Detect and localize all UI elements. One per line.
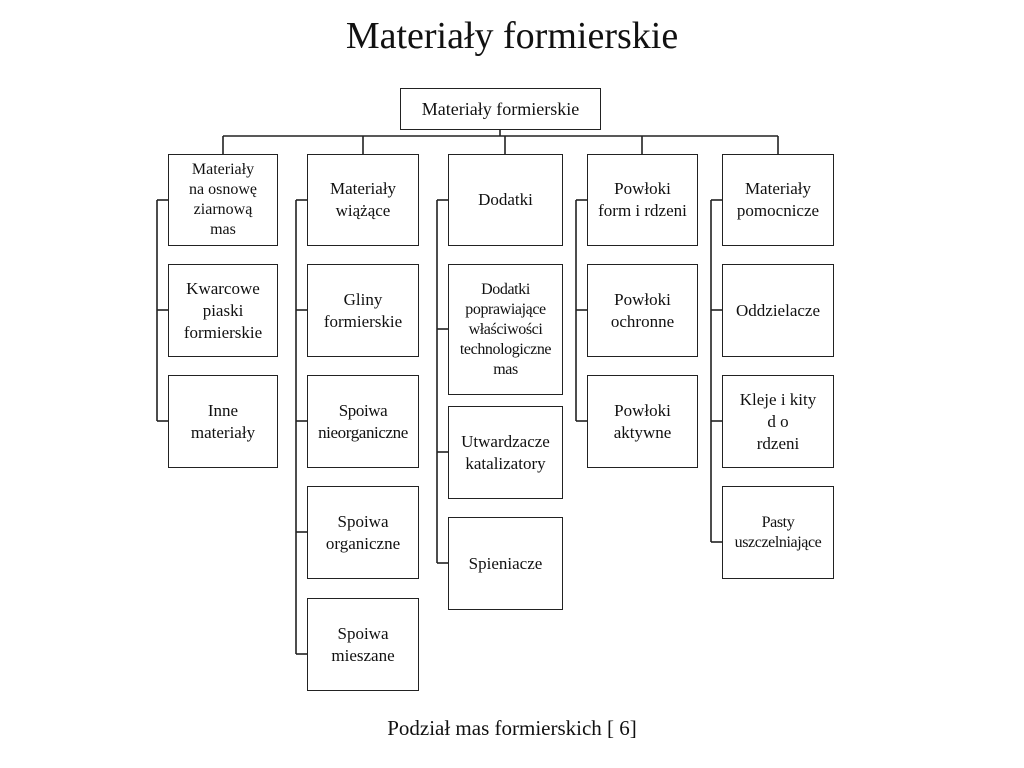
header-box-dodatki: Dodatki <box>448 154 563 246</box>
header-box-materialy-osnowa: Materiały na osnowę ziarnową mas <box>168 154 278 246</box>
header-label: Materiały wiążące <box>329 179 397 220</box>
item-box-spoiwa-mieszane: Spoiwa mieszane <box>307 598 419 691</box>
item-label: Pasty uszczelniające <box>734 513 822 551</box>
item-label: Powłoki ochronne <box>610 289 675 331</box>
item-label: Oddzielacze <box>736 300 820 320</box>
header-label: Materiały pomocnicze <box>736 179 820 220</box>
item-box-utwardzacze-katalizatory: Utwardzacze katalizatory <box>448 406 563 499</box>
item-label: Inne materiały <box>190 400 256 442</box>
item-box-oddzielacze: Oddzielacze <box>722 264 834 357</box>
item-box-dodatki-poprawiajace: Dodatki poprawiające właściwości technol… <box>448 264 563 395</box>
page-title: Materiały formierskie <box>345 15 679 57</box>
item-label: Kleje i kity d o rdzeni <box>739 389 817 453</box>
item-label: Powłoki aktywne <box>613 400 672 442</box>
item-label: Spieniacze <box>468 553 543 573</box>
header-label: Dodatki <box>478 190 533 209</box>
item-label: Dodatki poprawiające właściwości technol… <box>459 280 552 378</box>
item-box-powloki-aktywne: Powłoki aktywne <box>587 375 698 468</box>
item-box-inne-materialy: Inne materiały <box>168 375 278 468</box>
item-label: Spoiwa mieszane <box>331 623 395 665</box>
item-box-spoiwa-nieorganiczne: Spoiwa nieorganiczne <box>307 375 419 468</box>
item-box-gliny-formierskie: Gliny formierskie <box>307 264 419 357</box>
item-label: Utwardzacze katalizatory <box>461 431 550 473</box>
figure-caption: Podział mas formierskich [ 6] <box>387 716 637 740</box>
root-box: Materiały formierskie <box>400 88 601 130</box>
header-box-materialy-pomocnicze: Materiały pomocnicze <box>722 154 834 246</box>
item-label: Spoiwa organiczne <box>325 511 401 553</box>
header-box-materialy-wiazace: Materiały wiążące <box>307 154 419 246</box>
item-box-kleje-i-kity: Kleje i kity d o rdzeni <box>722 375 834 468</box>
item-label: Spoiwa nieorganiczne <box>318 400 408 442</box>
item-box-spieniacze: Spieniacze <box>448 517 563 610</box>
root-label: Materiały formierskie <box>421 99 580 119</box>
item-label: Kwarcowe piaski formierskie <box>183 278 263 342</box>
item-label: Gliny formierskie <box>323 289 403 331</box>
item-box-powloki-ochronne: Powłoki ochronne <box>587 264 698 357</box>
header-box-powloki-form: Powłoki form i rdzeni <box>587 154 698 246</box>
item-box-kwarcowe-piaski: Kwarcowe piaski formierskie <box>168 264 278 357</box>
item-box-pasty-uszczelniajace: Pasty uszczelniające <box>722 486 834 579</box>
header-label: Powłoki form i rdzeni <box>598 179 687 220</box>
item-box-spoiwa-organiczne: Spoiwa organiczne <box>307 486 419 579</box>
header-label: Materiały na osnowę ziarnową mas <box>189 161 257 238</box>
